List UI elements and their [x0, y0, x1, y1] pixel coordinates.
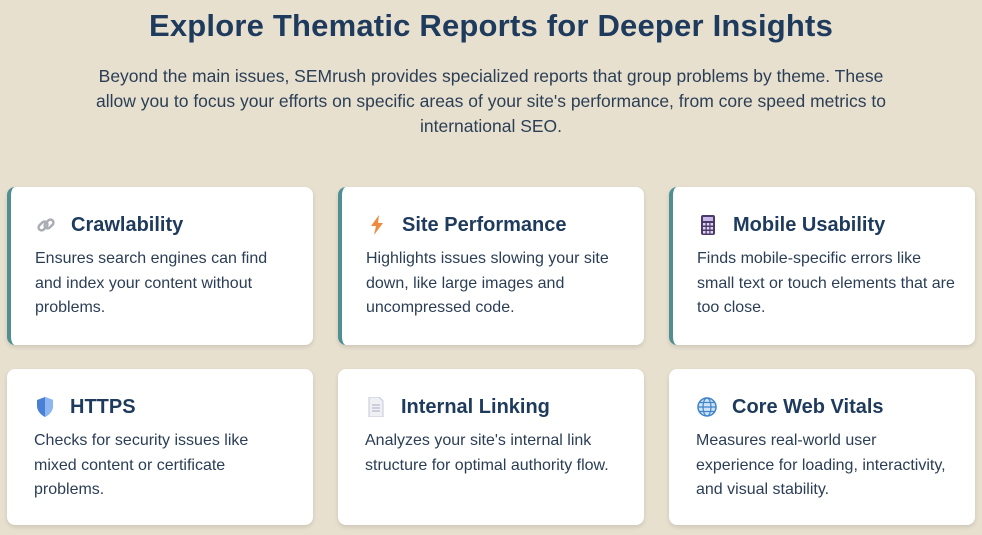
mobile-icon [697, 214, 719, 236]
link-icon [35, 214, 57, 236]
card-title: HTTPS [70, 395, 136, 418]
card-title: Internal Linking [401, 395, 550, 418]
card-title: Site Performance [402, 213, 567, 236]
card-internal-linking[interactable]: Internal Linking Analyzes your site's in… [338, 369, 644, 525]
lightning-icon [366, 214, 388, 236]
card-description: Checks for security issues like mixed co… [34, 432, 249, 498]
card-mobile-usability[interactable]: Mobile Usability Finds mobile-specific e… [669, 187, 975, 345]
page-title: Explore Thematic Reports for Deeper Insi… [148, 8, 834, 43]
card-description: Measures real-world user experience for … [696, 432, 946, 498]
card-title: Mobile Usability [733, 213, 886, 236]
card-description: Analyzes your site's internal link struc… [365, 432, 609, 474]
card-title: Crawlability [71, 213, 184, 236]
globe-icon [696, 396, 718, 418]
card-site-performance[interactable]: Site Performance Highlights issues slowi… [338, 187, 644, 345]
card-https[interactable]: HTTPS Checks for security issues like mi… [7, 369, 313, 525]
document-icon [365, 396, 387, 418]
card-description: Finds mobile-specific errors like small … [697, 250, 955, 316]
intro-text: Beyond the main issues, SEMrush provides… [96, 66, 886, 136]
card-description: Ensures search engines can find and inde… [35, 250, 268, 316]
shield-icon [34, 396, 56, 418]
card-crawlability[interactable]: Crawlability Ensures search engines can … [7, 187, 313, 345]
card-core-web-vitals[interactable]: Core Web Vitals Measures real-world user… [669, 369, 975, 525]
card-title: Core Web Vitals [732, 395, 884, 418]
card-description: Highlights issues slowing your site down… [366, 250, 609, 316]
